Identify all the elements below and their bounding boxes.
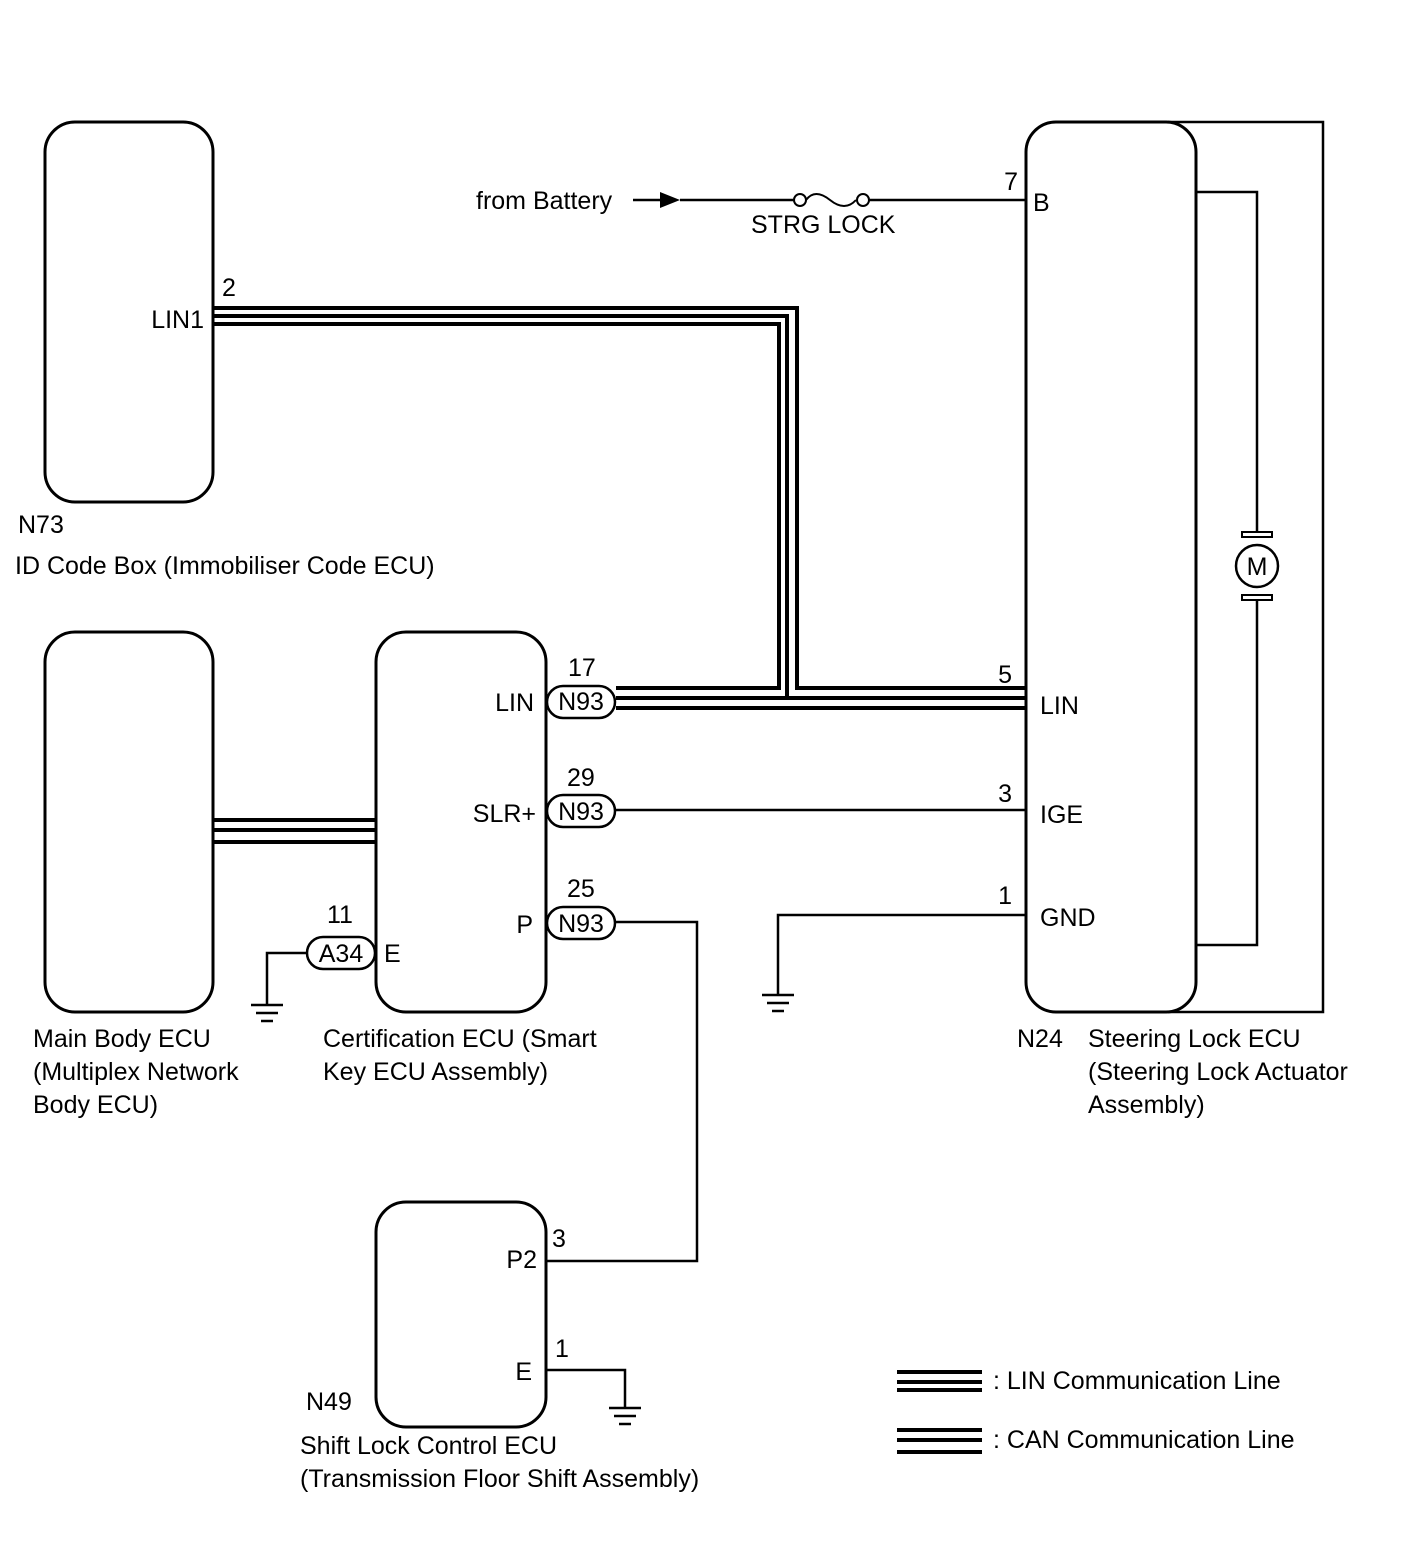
- component-name: (Steering Lock Actuator: [1088, 1058, 1348, 1086]
- pin-label: LIN: [495, 689, 534, 717]
- pin-label: B: [1033, 189, 1050, 217]
- main-body-ecu-box: [43, 630, 215, 1014]
- motor-wire: [1196, 190, 1259, 536]
- pin-label: LIN: [1040, 692, 1079, 720]
- component-name: ID Code Box (Immobiliser Code ECU): [15, 552, 435, 580]
- motor-wire-lower: [1196, 596, 1259, 947]
- component-name: Shift Lock Control ECU: [300, 1432, 557, 1460]
- connector-n93-p-label: N93: [558, 910, 604, 938]
- pin-number: 3: [998, 780, 1012, 808]
- pin-number: 7: [1004, 168, 1018, 196]
- fuse-label: STRG LOCK: [751, 211, 896, 239]
- connector-a34-e-label: A34: [319, 940, 364, 968]
- cert-e-gnd-wire: [265, 951, 307, 1005]
- pin-label: SLR+: [473, 800, 536, 828]
- component-name: Body ECU): [33, 1091, 158, 1119]
- component-code: N73: [18, 511, 64, 539]
- pin-label: IGE: [1040, 801, 1083, 829]
- steering-gnd-wire: [776, 913, 1026, 995]
- actuator-outer-frame: [1168, 120, 1325, 1014]
- p-p2-wire: [546, 920, 699, 1263]
- component-name: Assembly): [1088, 1091, 1205, 1119]
- pin-label: LIN1: [151, 306, 204, 334]
- pin-number: 1: [998, 882, 1012, 910]
- pin-label: P2: [506, 1246, 537, 1274]
- pin-label: GND: [1040, 904, 1096, 932]
- shift-lock-ecu-box: [374, 1200, 548, 1429]
- motor-icon: [1234, 531, 1280, 601]
- component-name: (Transmission Floor Shift Assembly): [300, 1465, 699, 1493]
- shift-e-gnd-wire: [546, 1368, 627, 1408]
- battery-arrow-icon: [660, 192, 680, 208]
- pin-number: 11: [327, 901, 353, 929]
- pin-number: 17: [568, 654, 596, 682]
- connector-a34-e: [305, 935, 377, 971]
- pin-number: 29: [567, 764, 595, 792]
- id-code-box: [43, 120, 215, 504]
- ground-icon: [762, 993, 794, 1013]
- pin-label: E: [384, 940, 401, 968]
- component-code: N24: [1017, 1025, 1063, 1053]
- can-bus: [213, 818, 376, 844]
- component-name: (Multiplex Network: [33, 1058, 239, 1086]
- pin-label: E: [515, 1358, 532, 1386]
- legend-can-label: : CAN Communication Line: [993, 1426, 1295, 1454]
- legend-can-swatch: [897, 1428, 982, 1454]
- component-code: N49: [306, 1388, 352, 1416]
- connector-n93-lin: [545, 684, 617, 720]
- legend-lin-label: : LIN Communication Line: [993, 1367, 1281, 1395]
- pin-number: 3: [552, 1225, 566, 1253]
- pin-number: 5: [998, 661, 1012, 689]
- legend-lin-swatch: [897, 1370, 982, 1392]
- fuse-icon: [793, 193, 870, 207]
- pin-number: 1: [555, 1335, 569, 1363]
- pin-number: 25: [567, 875, 595, 903]
- pin-label: P: [516, 911, 533, 939]
- component-name: Steering Lock ECU: [1088, 1025, 1301, 1053]
- component-name: Key ECU Assembly): [323, 1058, 548, 1086]
- pin-number: 2: [222, 274, 236, 302]
- connector-n93-slr-label: N93: [558, 798, 604, 826]
- motor-label: M: [1247, 553, 1268, 581]
- steering-lock-ecu-box: [1024, 120, 1198, 1014]
- component-name: Certification ECU (Smart: [323, 1025, 597, 1053]
- connector-n93-lin-label: N93: [558, 688, 604, 716]
- ground-icon: [251, 1003, 283, 1023]
- ground-icon: [609, 1406, 641, 1426]
- lin-bus: [213, 306, 1026, 710]
- connector-n93-slr: [545, 793, 617, 829]
- component-name: Main Body ECU: [33, 1025, 211, 1053]
- from-battery-label: from Battery: [476, 187, 613, 215]
- connector-n93-p: [545, 905, 617, 941]
